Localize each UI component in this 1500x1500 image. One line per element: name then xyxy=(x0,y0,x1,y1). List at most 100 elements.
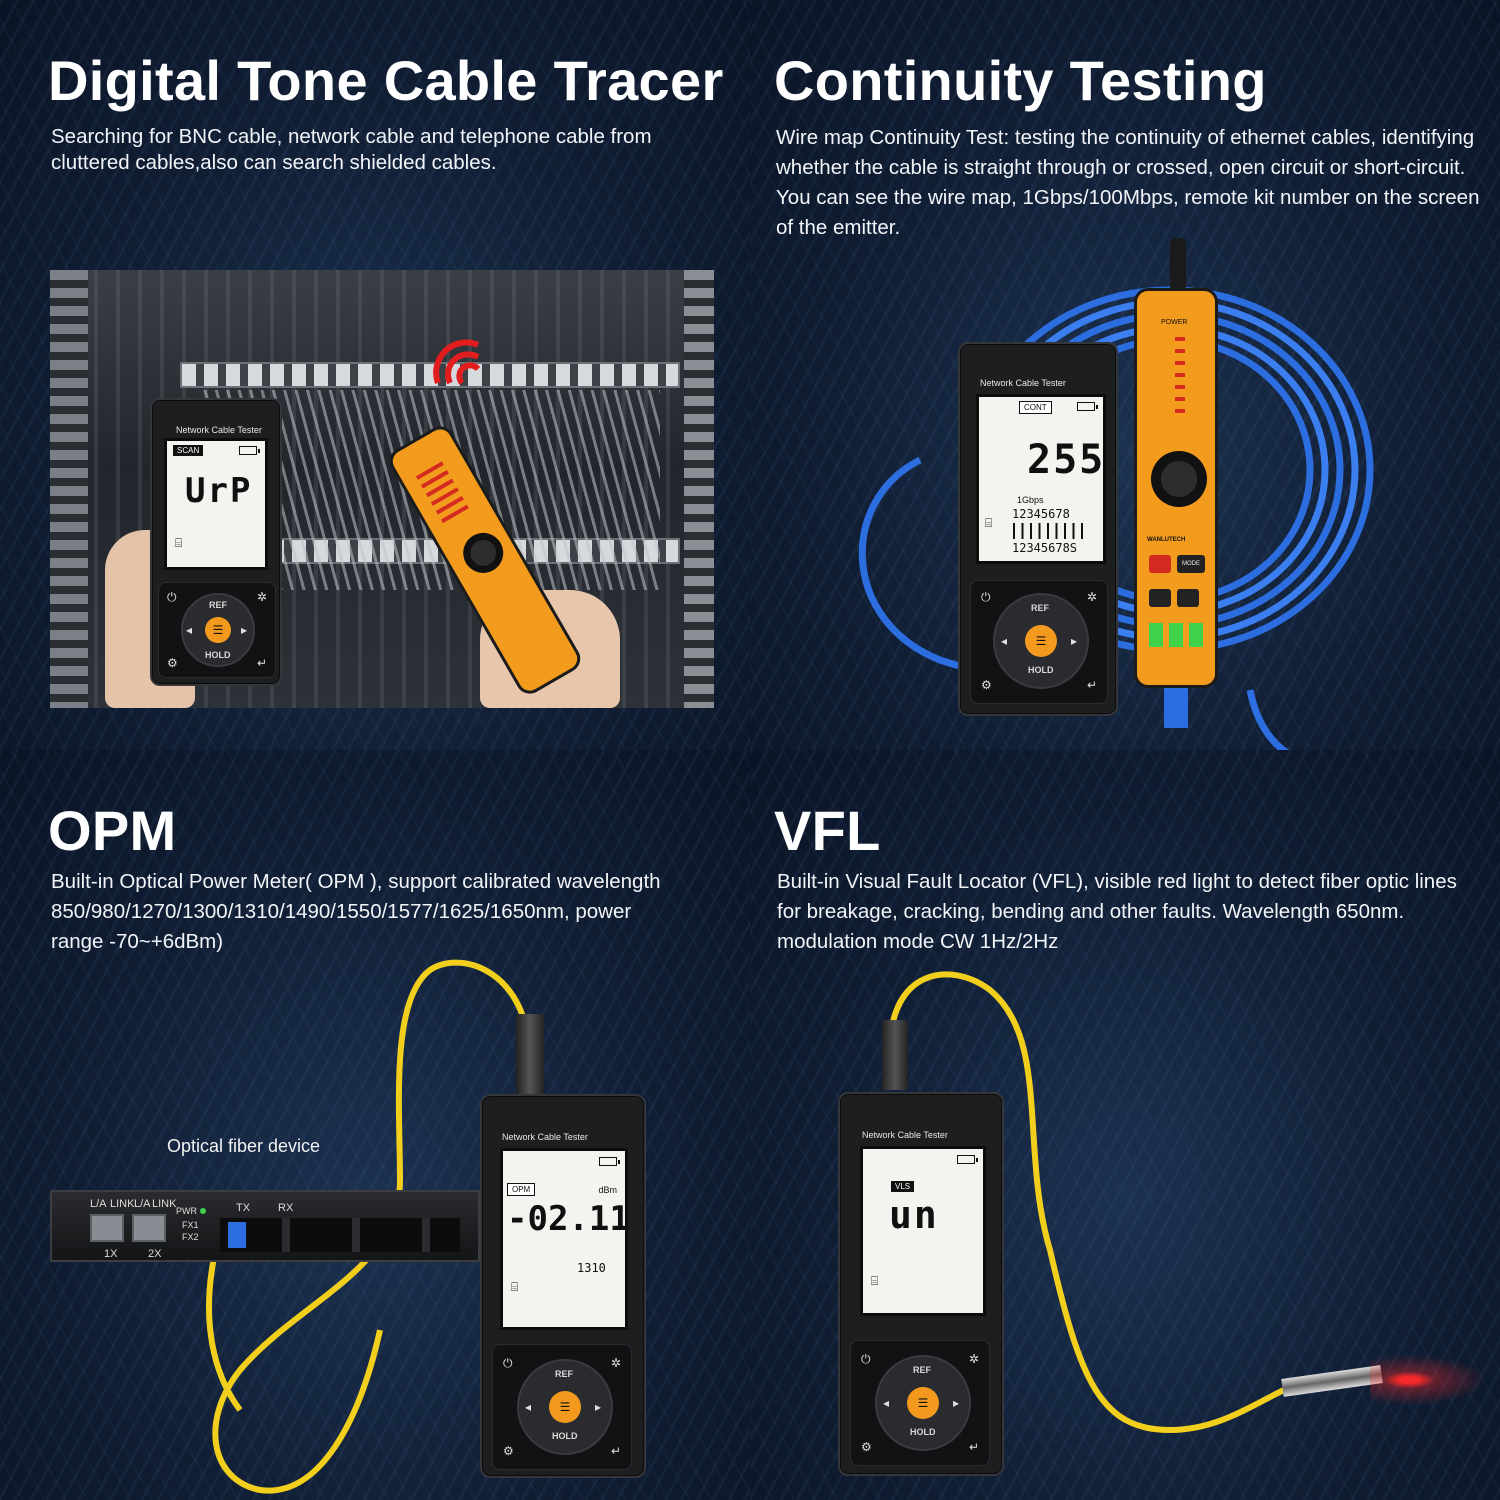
light-icon[interactable]: ✲ xyxy=(1086,590,1097,604)
keypad: ⏻ ✲ REF ◂ ▸ ☰ HOLD ⚙ ↵ xyxy=(158,582,276,678)
keypad: ⏻ ✲ REF ◂ ▸ ☰ HOLD ⚙ ↵ xyxy=(850,1340,990,1466)
battery-icon xyxy=(599,1157,620,1166)
plug-icon: ⌸ xyxy=(985,516,993,530)
fiber-connector xyxy=(882,1020,908,1090)
battery-icon xyxy=(1077,402,1098,411)
power-icon[interactable]: ⏻ xyxy=(981,590,991,604)
key-ref[interactable]: REF xyxy=(1031,603,1049,613)
fiber-connector xyxy=(516,1014,544,1094)
mode-tag: CONT xyxy=(1019,401,1052,414)
mute-button[interactable] xyxy=(1149,589,1171,607)
enter-icon[interactable]: ↵ xyxy=(968,1440,979,1454)
power-icon[interactable]: ⏻ xyxy=(861,1352,871,1366)
lcd-screen: SCAN UrP ⌸ xyxy=(164,438,268,570)
menu-button[interactable]: ☰ xyxy=(907,1387,939,1419)
key-hold[interactable]: HOLD xyxy=(552,1431,578,1441)
gear-icon[interactable]: ⚙ xyxy=(981,678,992,692)
panel-description: Searching for BNC cable, network cable a… xyxy=(51,125,652,174)
arrow-right-icon[interactable]: ▸ xyxy=(595,1400,602,1414)
panel-title: Digital Tone Cable Tracer xyxy=(48,49,724,112)
plug-icon: ⌸ xyxy=(175,536,183,550)
tester-handheld: Network Cable Tester CONT 255 1Gbps 1234… xyxy=(958,342,1118,716)
device-header: Network Cable Tester xyxy=(176,425,262,435)
panel-description: Built-in Visual Fault Locator (VFL), vis… xyxy=(777,870,1457,953)
gear-icon[interactable]: ⚙ xyxy=(167,656,178,670)
wiremap-lines xyxy=(1013,523,1083,539)
arrow-right-icon[interactable]: ▸ xyxy=(1071,634,1078,648)
key-hold[interactable]: HOLD xyxy=(1028,665,1054,675)
menu-button[interactable]: ☰ xyxy=(1025,625,1057,657)
keypad: ⏻ ✲ REF ◂ ▸ ☰ HOLD ⚙ ↵ xyxy=(970,580,1108,704)
arrow-left-icon[interactable]: ◂ xyxy=(525,1400,532,1414)
yellow-fiber-cable xyxy=(206,959,531,1494)
arrow-right-icon[interactable]: ▸ xyxy=(241,623,248,637)
light-icon[interactable]: ✲ xyxy=(968,1352,979,1366)
battery-icon xyxy=(239,446,260,455)
battery-icon xyxy=(957,1155,978,1164)
panel-description: Wire map Continuity Test: testing the co… xyxy=(776,126,1480,239)
key-hold[interactable]: HOLD xyxy=(910,1427,936,1437)
tester-handheld: Network Cable Tester SCAN UrP ⌸ ⏻ ✲ REF … xyxy=(150,398,282,686)
device-header: Network Cable Tester xyxy=(502,1132,588,1142)
enter-icon[interactable]: ↵ xyxy=(256,656,267,670)
fiber-device-caption: Optical fiber device xyxy=(167,1136,321,1156)
yellow-fiber-cable xyxy=(887,971,1311,1434)
mode-tag: SCAN xyxy=(173,445,204,456)
panel-tone-tracer: Digital Tone Cable Tracer Searching for … xyxy=(0,0,750,750)
panel-title: OPM xyxy=(48,799,177,862)
menu-button[interactable]: ☰ xyxy=(205,617,231,643)
sfp-slots xyxy=(220,1218,460,1252)
pwr-led xyxy=(200,1208,206,1214)
key-hold[interactable]: HOLD xyxy=(205,650,231,660)
plug-icon: ⌸ xyxy=(871,1274,879,1288)
lcd-reading: 255 xyxy=(1027,437,1106,483)
light-icon[interactable]: ✲ xyxy=(256,590,267,604)
probe-knob[interactable] xyxy=(455,525,511,581)
arrow-left-icon[interactable]: ◂ xyxy=(186,623,193,637)
wiremap-bottom: 12345678S xyxy=(1012,541,1078,555)
speed-label: 1Gbps xyxy=(1017,495,1044,505)
server-rack-photo: Network Cable Tester SCAN UrP ⌸ ⏻ ✲ REF … xyxy=(50,270,714,708)
panel-description: Built-in Optical Power Meter( OPM ), sup… xyxy=(51,870,661,953)
probe-power-button[interactable] xyxy=(1149,555,1171,573)
patch-panel-top xyxy=(180,362,680,388)
enter-icon[interactable]: ↵ xyxy=(1086,678,1097,692)
panel-continuity: Continuity Testing Wire map Continuity T… xyxy=(750,0,1500,750)
key-ref[interactable]: REF xyxy=(555,1369,573,1379)
panel-title: VFL xyxy=(774,799,881,862)
flashlight-button[interactable] xyxy=(1177,589,1199,607)
probe-mode-button[interactable]: MODE xyxy=(1177,555,1205,573)
power-icon[interactable]: ⏻ xyxy=(503,1356,513,1370)
mode-tag: OPM xyxy=(507,1183,536,1196)
menu-button[interactable]: ☰ xyxy=(549,1391,581,1423)
probe-status-leds xyxy=(1149,623,1209,647)
rack-rail-right xyxy=(684,270,714,708)
arrow-left-icon[interactable]: ◂ xyxy=(1001,634,1008,648)
mode-tag: VLS xyxy=(891,1181,915,1192)
panel-opm: OPM Built-in Optical Power Meter( OPM ),… xyxy=(0,750,750,1500)
rack-rail-left xyxy=(50,270,88,708)
arrow-left-icon[interactable]: ◂ xyxy=(883,1396,890,1410)
tester-handheld: Network Cable Tester VLS un ⌸ ⏻ ✲ REF ◂ … xyxy=(838,1092,1004,1476)
lcd-screen: CONT 255 1Gbps 12345678 12345678S ⌸ xyxy=(976,394,1106,564)
wiremap-top: 12345678 xyxy=(1012,507,1070,521)
enter-icon[interactable]: ↵ xyxy=(610,1444,621,1458)
key-ref[interactable]: REF xyxy=(913,1365,931,1375)
gear-icon[interactable]: ⚙ xyxy=(503,1444,514,1458)
probe-knob[interactable] xyxy=(1151,451,1207,507)
plug-icon: ⌸ xyxy=(511,1280,519,1294)
rj45-plug xyxy=(1164,688,1188,728)
arrow-right-icon[interactable]: ▸ xyxy=(953,1396,960,1410)
lcd-reading: un xyxy=(889,1193,939,1237)
probe-power-label: POWER xyxy=(1161,319,1188,326)
probe-brand: WANLUTECH xyxy=(1147,537,1186,543)
rj45-port-2[interactable] xyxy=(132,1214,166,1242)
key-ref[interactable]: REF xyxy=(209,600,227,610)
light-icon[interactable]: ✲ xyxy=(610,1356,621,1370)
tone-probe: POWER WANLUTECH MODE xyxy=(1134,288,1218,688)
probe-tip xyxy=(1170,238,1186,298)
gear-icon[interactable]: ⚙ xyxy=(861,1440,872,1454)
tester-handheld: Network Cable Tester OPM dBm -02.11 1310… xyxy=(480,1094,646,1478)
power-icon[interactable]: ⏻ xyxy=(167,590,177,604)
rj45-port-1[interactable] xyxy=(90,1214,124,1242)
